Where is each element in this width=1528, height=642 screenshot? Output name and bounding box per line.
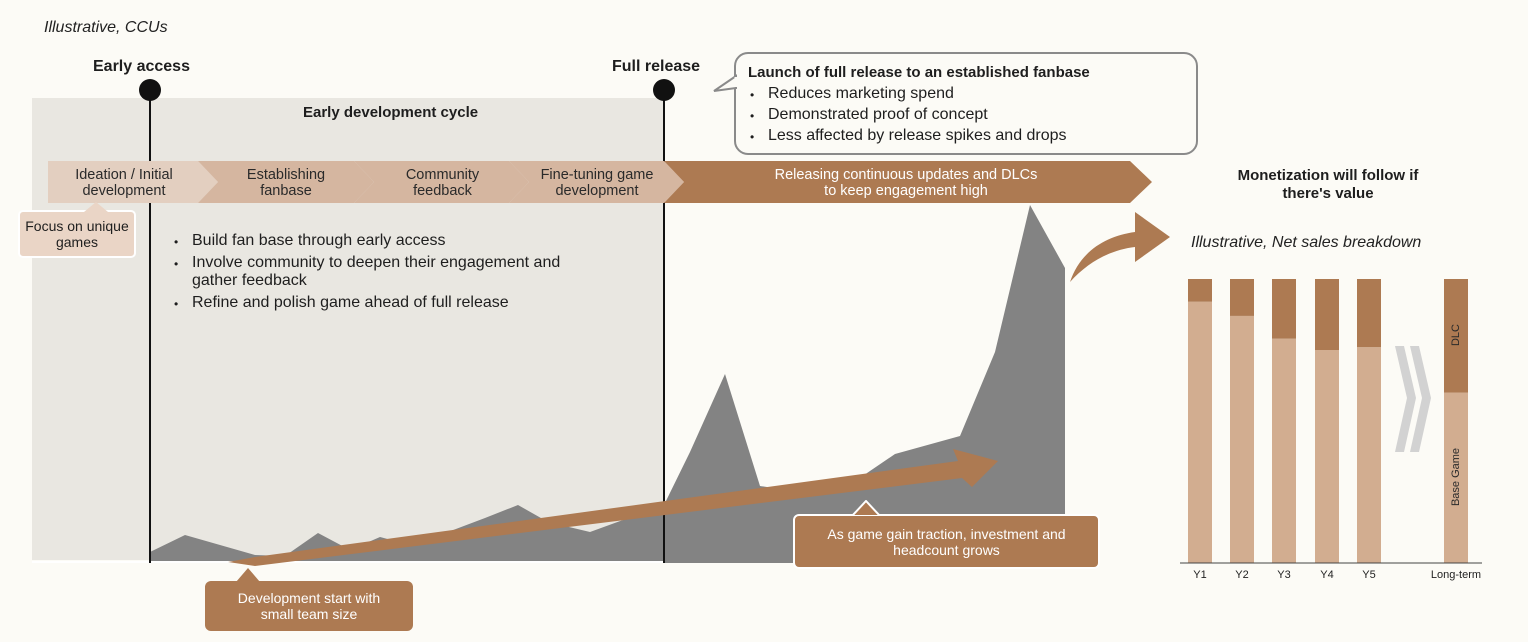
sales-label-y1: Y1 — [1193, 569, 1207, 581]
bar-y2-base-game — [1230, 315, 1254, 563]
phase-label-fanbase: Establishing fanbase — [246, 167, 326, 199]
bar-y1-dlc — [1188, 279, 1212, 302]
bar-y3-dlc — [1272, 279, 1296, 339]
phase-chevron-5 — [664, 161, 1152, 203]
sales-label-long-term: Long-term — [1430, 569, 1482, 581]
continuation-chevron-2 — [1410, 346, 1431, 452]
development-start-pointer — [236, 568, 260, 582]
phase-label-updates: Releasing continuous updates and DLCs to… — [774, 167, 1038, 199]
bar-y4-dlc — [1315, 279, 1339, 350]
sales-label-y5: Y5 — [1362, 569, 1376, 581]
phase-chevron-3 — [354, 161, 529, 203]
early-bullet-2: Involve community to deepen their engage… — [172, 254, 592, 290]
traction-note-pointer — [852, 500, 880, 516]
bar-y5-base-game — [1357, 347, 1381, 563]
bar-y3-base-game — [1272, 338, 1296, 563]
phase-label-ideation: Ideation / Initial development — [75, 167, 173, 199]
sales-bars — [1188, 279, 1468, 563]
bar-long-term-dlc — [1444, 279, 1468, 393]
development-start-text: Development start with small team size — [237, 590, 381, 622]
launch-callout-bullets: Reduces marketing spend Demonstrated pro… — [748, 85, 1196, 146]
monetization-subtitle: Illustrative, Net sales breakdown — [1191, 234, 1422, 251]
bar-y5-dlc — [1357, 279, 1381, 348]
bar-y4-base-game — [1315, 350, 1339, 563]
launch-callout-pointer — [713, 74, 738, 92]
early-access-dot — [139, 79, 161, 101]
focus-note: Focus on unique games — [18, 210, 136, 258]
early-access-label: Early access — [93, 58, 190, 75]
phase-label-feedback: Community feedback — [405, 167, 480, 199]
phase-label-finetuning: Fine-tuning game development — [540, 167, 654, 199]
full-release-dot — [653, 79, 675, 101]
early-bullet-1: Build fan base through early access — [172, 232, 592, 251]
sales-label-y3: Y3 — [1277, 569, 1291, 581]
focus-note-text: Focus on unique games — [25, 218, 129, 250]
early-cycle-title: Early development cycle — [303, 104, 479, 121]
bar-y2-dlc — [1230, 279, 1254, 316]
continuation-chevron-1 — [1395, 346, 1416, 452]
monetization-title: Monetization will follow if there's valu… — [1237, 167, 1419, 202]
launch-callout-title: Launch of full release to an established… — [748, 64, 1090, 81]
traction-note-text: As game gain traction, investment and he… — [827, 525, 1066, 558]
bar-long-term-base-game — [1444, 392, 1468, 563]
phase-chevron-4 — [509, 161, 684, 203]
dlc-segment-label: DLC — [1450, 324, 1462, 347]
early-bullet-3: Refine and polish game ahead of full rel… — [172, 294, 592, 313]
development-start-note: Development start with small team size — [205, 581, 413, 631]
page-title: Illustrative, CCUs — [44, 19, 168, 36]
launch-bullet-2: Demonstrated proof of concept — [748, 106, 1196, 125]
investment-growth-arrow — [228, 449, 998, 566]
phase-chevron-2 — [198, 161, 374, 203]
launch-callout: Launch of full release to an established… — [734, 52, 1198, 155]
traction-note: As game gain traction, investment and he… — [793, 514, 1100, 569]
focus-note-pointer — [84, 202, 108, 212]
launch-bullet-3: Less affected by release spikes and drop… — [748, 127, 1196, 146]
monetization-curved-arrow — [1070, 212, 1170, 282]
base-game-segment-label: Base Game — [1450, 447, 1462, 507]
full-release-label: Full release — [612, 58, 701, 75]
sales-label-y4: Y4 — [1320, 569, 1334, 581]
sales-label-y2: Y2 — [1235, 569, 1249, 581]
phase-chevron-1 — [48, 161, 218, 203]
bar-y1-base-game — [1188, 301, 1212, 563]
launch-bullet-1: Reduces marketing spend — [748, 85, 1196, 104]
early-cycle-bullets: Build fan base through early access Invo… — [172, 232, 592, 316]
